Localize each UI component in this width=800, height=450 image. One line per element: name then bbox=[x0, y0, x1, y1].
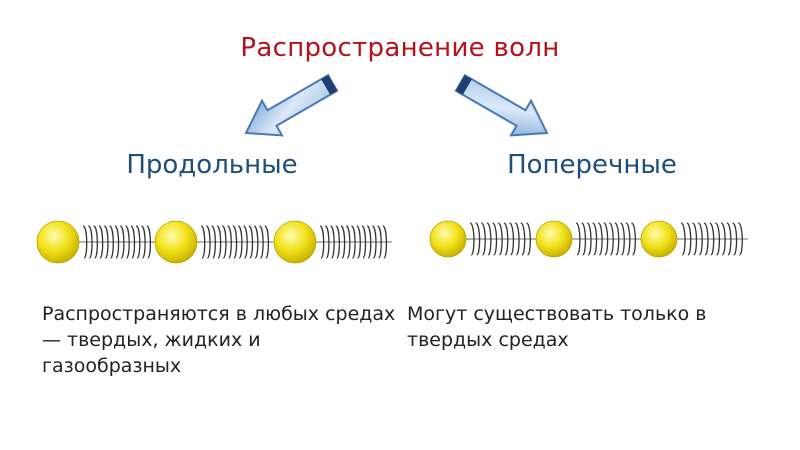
ball bbox=[640, 220, 678, 258]
longitudinal-heading: Продольные bbox=[126, 150, 298, 180]
longitudinal-description: Распространяются в любых средах — тверды… bbox=[42, 303, 396, 377]
arrow-left-icon bbox=[244, 73, 339, 137]
diagram-title: Распространение волн bbox=[240, 33, 560, 63]
arrow-right-icon bbox=[454, 73, 549, 137]
longitudinal-chain bbox=[36, 220, 392, 264]
spring-coil bbox=[575, 222, 636, 256]
ball bbox=[273, 220, 317, 264]
ball bbox=[429, 220, 467, 258]
spring-coil bbox=[469, 222, 531, 256]
transverse-description: Могут существовать только в твердых сред… bbox=[407, 303, 707, 351]
spring-coil bbox=[200, 225, 270, 259]
transverse-chain bbox=[429, 220, 748, 258]
spring-coil bbox=[82, 225, 152, 259]
transverse-heading: Поперечные bbox=[507, 150, 677, 180]
ball bbox=[154, 220, 198, 264]
spring-coil bbox=[319, 225, 388, 259]
spring-coil bbox=[680, 222, 743, 256]
ball bbox=[36, 220, 80, 264]
ball bbox=[535, 220, 573, 258]
